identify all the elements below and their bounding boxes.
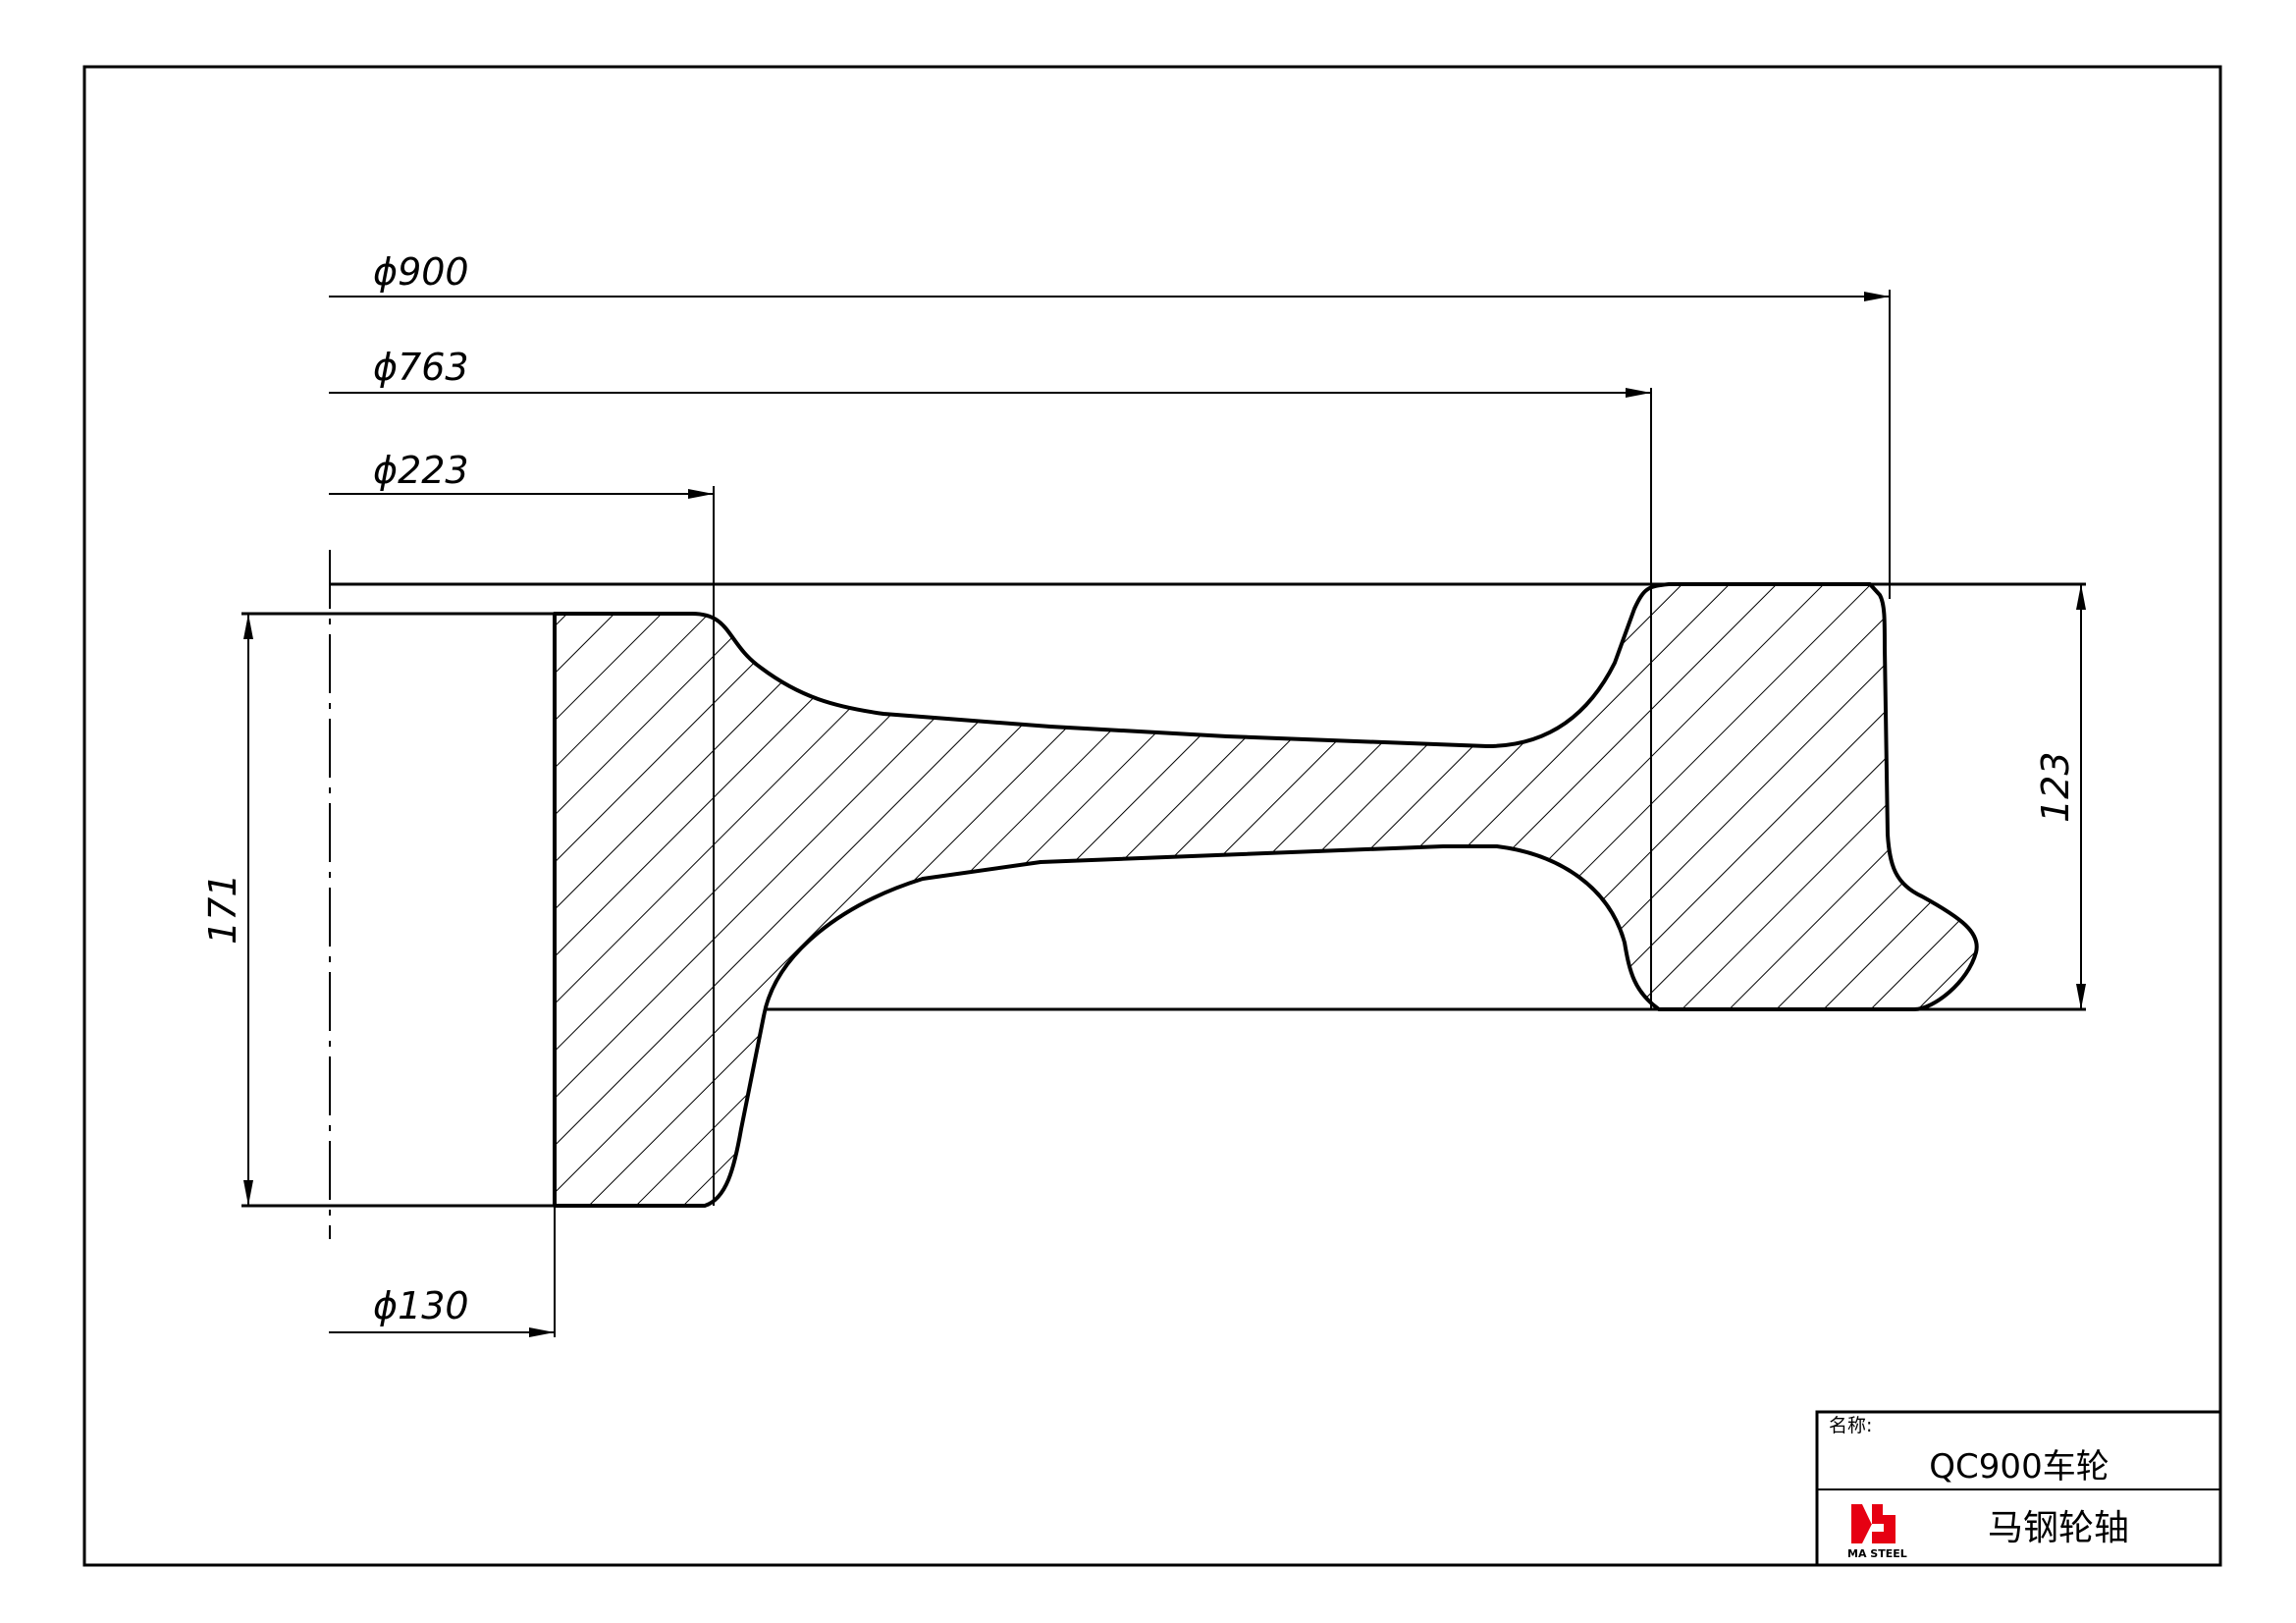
dim-900: ϕ900 <box>329 250 1890 301</box>
title-block-name-label: 名称: <box>1829 1415 1872 1436</box>
dim-223: ϕ223 <box>329 449 714 499</box>
wheel-section <box>553 582 1979 1208</box>
dim-130: ϕ130 <box>329 1284 555 1337</box>
logo-text: MA STEEL <box>1847 1547 1907 1560</box>
dim-763: ϕ763 <box>329 346 1651 398</box>
ma-steel-logo-icon: MA STEEL <box>1847 1504 1907 1560</box>
drawing-border <box>82 65 2222 1567</box>
dim-label-130: ϕ130 <box>373 1284 469 1327</box>
dim-label-123: 123 <box>2034 751 2077 823</box>
dim-123: 123 <box>2034 584 2086 1009</box>
dim-label-900: ϕ900 <box>373 250 469 294</box>
part-name: QC900车轮 <box>1929 1447 2109 1487</box>
dim-label-171: 171 <box>201 873 244 945</box>
dim-label-763: ϕ763 <box>373 346 469 389</box>
dim-label-223: ϕ223 <box>373 449 469 492</box>
dim-171: 171 <box>201 614 253 1206</box>
company-name: 马钢轮轴 <box>1988 1508 2129 1548</box>
title-block: 名称: QC900车轮 MA STEEL 马钢轮轴 <box>1815 1410 2222 1567</box>
